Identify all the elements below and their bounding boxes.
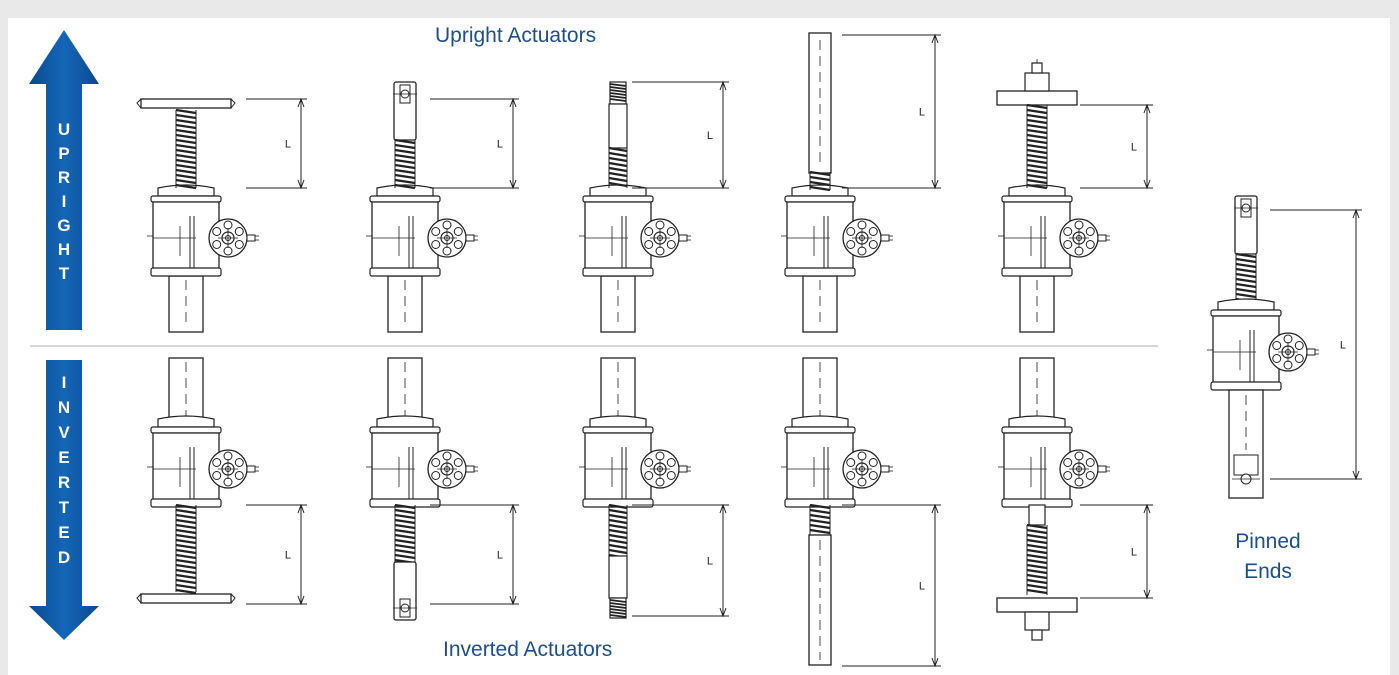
arrow-letter: P	[58, 144, 69, 163]
gearbox-collar	[791, 415, 849, 428]
inverted-actuator: L	[781, 357, 941, 668]
inverted-actuator: L	[366, 357, 519, 621]
dimension-label: L	[285, 139, 291, 151]
gearbox-collar	[589, 184, 647, 197]
dimension-label: L	[1340, 340, 1346, 352]
arrow-letter: N	[58, 398, 70, 417]
gearbox-collar	[376, 415, 434, 428]
screw-thread	[608, 146, 628, 188]
arrow-letter: V	[58, 423, 70, 442]
screw-thread	[175, 108, 197, 190]
dimension-label: L	[1131, 547, 1137, 559]
screw-thread	[1026, 103, 1048, 190]
dimension-label: L	[1131, 142, 1137, 154]
arrow-letter: T	[59, 498, 70, 517]
pinned-ends-line: Pinned	[1235, 530, 1301, 553]
screw-thread	[1026, 523, 1048, 595]
inverted-actuator: L	[579, 357, 729, 619]
arrow-letter: D	[58, 548, 70, 567]
screw-thread	[809, 170, 831, 192]
inverted-actuator: L	[996, 357, 1153, 641]
upright-actuator: L	[996, 59, 1153, 333]
pinned-ends-line: Ends	[1244, 560, 1292, 583]
arrow-letter: H	[58, 240, 70, 259]
gearbox-collar	[589, 415, 647, 428]
screw-thread	[809, 503, 831, 535]
dimension-label: L	[707, 556, 713, 568]
dimension-label: L	[707, 130, 713, 142]
gearbox-collar	[791, 184, 849, 197]
arrow-letter: T	[59, 264, 70, 283]
arrow-letter: E	[58, 523, 69, 542]
screw-thread	[394, 138, 416, 190]
upright-actuator: L	[366, 81, 519, 333]
gearbox-collar	[1008, 415, 1066, 428]
arrow-letter: U	[58, 120, 70, 139]
dimension-label: L	[497, 139, 503, 151]
upright-arrow	[29, 30, 99, 330]
arrow-letter: G	[57, 216, 70, 235]
threaded-end	[609, 599, 627, 618]
screw-thread	[175, 503, 197, 595]
dimension-label: L	[285, 550, 291, 562]
upright-actuators-title: Upright Actuators	[435, 24, 597, 47]
actuator-drawings: L L L L L L L L L L L	[136, 32, 1362, 668]
dimension-label: L	[919, 581, 925, 593]
upright-actuator: L	[781, 32, 941, 333]
screw-thread	[394, 503, 416, 565]
arrow-letter: R	[58, 473, 70, 492]
arrow-letter: I	[62, 192, 67, 211]
upright-actuator: L	[136, 97, 307, 333]
gearbox-collar	[1217, 298, 1275, 311]
gearbox-collar	[157, 415, 215, 428]
pinned-ends-actuator: L	[1207, 195, 1362, 499]
arrow-letter: R	[58, 168, 70, 187]
dimension-label: L	[919, 107, 925, 119]
screw-thread	[608, 503, 628, 560]
dimension-label: L	[497, 550, 503, 562]
inverted-actuators-title: Inverted Actuators	[443, 638, 613, 661]
inverted-arrow	[29, 360, 99, 640]
threaded-end	[609, 83, 627, 102]
inverted-actuator: L	[136, 357, 307, 606]
upright-actuator: L	[579, 80, 729, 333]
arrow-letter: I	[62, 373, 67, 392]
arrow-letter: E	[58, 448, 69, 467]
